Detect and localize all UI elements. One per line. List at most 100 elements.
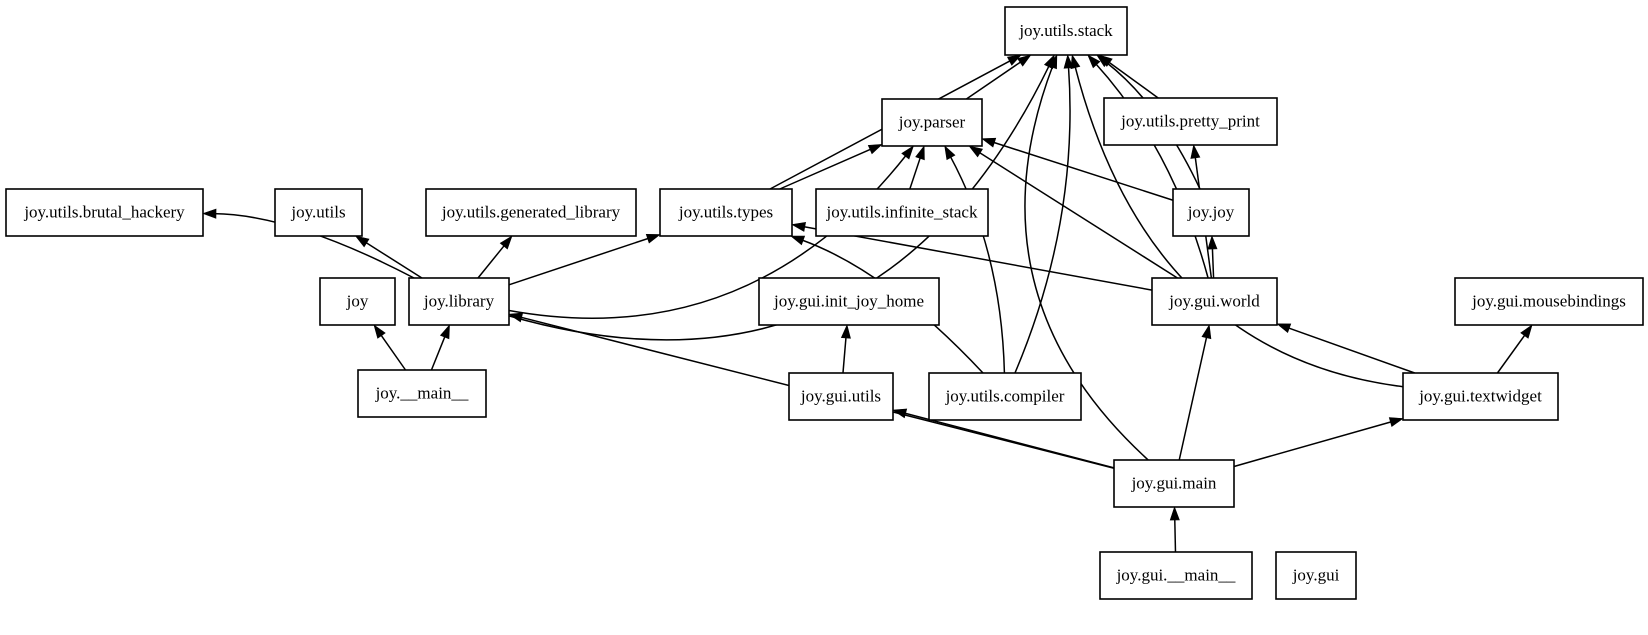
node-rect [1099,551,1253,600]
node-label: joy.joy [1187,202,1235,221]
edge-line [1496,333,1527,374]
edge-arrowhead [901,145,914,160]
edge-line [779,148,873,190]
graph-node-joy-gui-main[interactable]: joy.gui.main [1113,459,1235,508]
edge-arrowhead [1087,54,1101,69]
node-rect [788,372,894,421]
graph-node-joy-gui[interactable]: joy.gui [1275,551,1357,600]
node-rect [425,188,637,237]
graph-node-joy-parser[interactable]: joy.parser [881,98,983,147]
node-label: joy.gui.main [1131,473,1217,492]
edge-arrowhead [1070,54,1081,70]
node-label: joy.parser [898,112,966,131]
graph-node-joy-utils[interactable]: joy.utils [274,188,363,237]
edge-line [1107,60,1159,99]
edge-line [949,155,1006,374]
node-rect [928,372,1082,421]
graph-node-joy-gui-mousebindings[interactable]: joy.gui.mousebindings [1454,277,1644,326]
node-rect [274,188,363,237]
graph-edge-joy-gui-utils--to--joy-gui-init-joy-home [840,324,851,374]
edge-line [1211,246,1215,279]
node-label: joy.gui [1292,565,1340,584]
edge-arrowhead [1017,54,1032,67]
graph-node-joy---main--[interactable]: joy.__main__ [357,369,487,418]
graph-edge-joy-gui-main--to--joy-gui-textwidget [1233,417,1404,468]
node-rect [881,98,983,147]
node-rect [1113,459,1235,508]
edge-arrowhead [892,408,908,419]
edge-line [903,412,1115,469]
edge-line [965,60,1023,100]
edge-line [842,335,847,374]
edge-line [477,244,506,279]
node-rect [815,188,989,237]
graph-node-joy-gui-init-joy-home[interactable]: joy.gui.init_joy_home [758,277,940,326]
edge-arrowhead [499,235,513,250]
node-label: joy.gui.init_joy_home [773,291,924,310]
graph-node-joy-utils-compiler[interactable]: joy.utils.compiler [928,372,1082,421]
graph-edge-joy-library--to--joy-utils-generated-library [477,235,513,279]
graph-node-joy-utils-pretty-print[interactable]: joy.utils.pretty_print [1103,97,1278,146]
graph-node-joy-joy[interactable]: joy.joy [1172,188,1250,237]
graph-edge-joy-gui-textwidget--to--joy-gui-world [1276,323,1415,374]
node-label: joy.library [423,291,495,310]
graph-edge-joy-library--to--joy-utils [354,235,423,279]
edge-arrowhead [981,137,997,148]
nodes-layer: joy.utils.stack joy.parser joy.utils.prett… [5,6,1644,600]
edge-arrowhead [439,324,450,340]
node-label: joy.__main__ [375,383,469,402]
graph-node-joy-utils-generated-library[interactable]: joy.utils.generated_library [425,188,637,237]
node-rect [408,277,510,326]
edge-arrowhead [645,233,661,244]
node-rect [1172,188,1250,237]
node-label: joy.utils [290,202,345,221]
node-label: joy.utils.pretty_print [1120,111,1260,130]
edge-line [977,151,1178,279]
graph-node-joy-utils-stack[interactable]: joy.utils.stack [1004,6,1128,56]
graph-edge-joy-parser--to--joy-utils-stack [965,54,1032,100]
graph-node-joy-gui-world[interactable]: joy.gui.world [1151,277,1278,326]
graph-node-joy-utils-brutal-hackery[interactable]: joy.utils.brutal_hackery [5,188,204,237]
graph-node-joy-gui-textwidget[interactable]: joy.gui.textwidget [1402,372,1559,421]
edge-arrowhead [791,221,806,232]
node-rect [1004,6,1128,56]
node-rect [1103,97,1278,146]
graph-edge-joy-utils-compiler--to--joy-utils-stack [1014,54,1074,374]
edge-line [364,241,423,279]
node-rect [1402,372,1559,421]
graph-edge-joy---main----to--joy-library [430,324,450,371]
edge-arrowhead [1276,323,1292,334]
graph-edge-joy-utils-infinite-stack--to--joy-parser [909,145,925,190]
node-label: joy.utils.brutal_hackery [23,202,185,221]
edge-arrowhead [354,235,370,248]
graph-node-joy-utils-infinite-stack[interactable]: joy.utils.infinite_stack [815,188,989,237]
edge-line [1287,326,1415,374]
node-rect [1151,277,1278,326]
node-label: joy.utils.types [678,202,773,221]
graph-edge-joy-gui-world--to--joy-utils-stack [1087,54,1209,279]
edge-arrowhead [1169,506,1180,521]
edge-arrowhead [867,143,883,155]
edge-arrowhead [202,208,217,219]
edge-arrowhead [1063,54,1074,69]
graph-node-joy-library[interactable]: joy.library [408,277,510,326]
node-rect [357,369,487,418]
edge-arrowhead [1096,54,1111,68]
graph-node-joy-gui-utils[interactable]: joy.gui.utils [788,372,894,421]
edge-arrowhead [1207,235,1218,250]
graph-edge-joy-gui-world--to--joy-joy [1207,235,1218,279]
graph-node-joy[interactable]: joy [319,277,396,326]
edge-line [508,237,650,286]
graph-node-joy-gui---main--[interactable]: joy.gui.__main__ [1099,551,1253,600]
node-rect [1275,551,1357,600]
node-label: joy.utils.infinite_stack [826,202,978,221]
graph-node-joy-utils-types[interactable]: joy.utils.types [659,188,793,237]
graph-edge-joy---main----to--joy [373,324,407,371]
graph-edge-joy-utils-types--to--joy-parser [779,143,883,190]
edge-arrowhead [1520,324,1533,339]
graph-edge-joy-gui-world--to--joy-parser [968,145,1178,279]
node-rect [5,188,204,237]
edge-line [379,333,407,371]
